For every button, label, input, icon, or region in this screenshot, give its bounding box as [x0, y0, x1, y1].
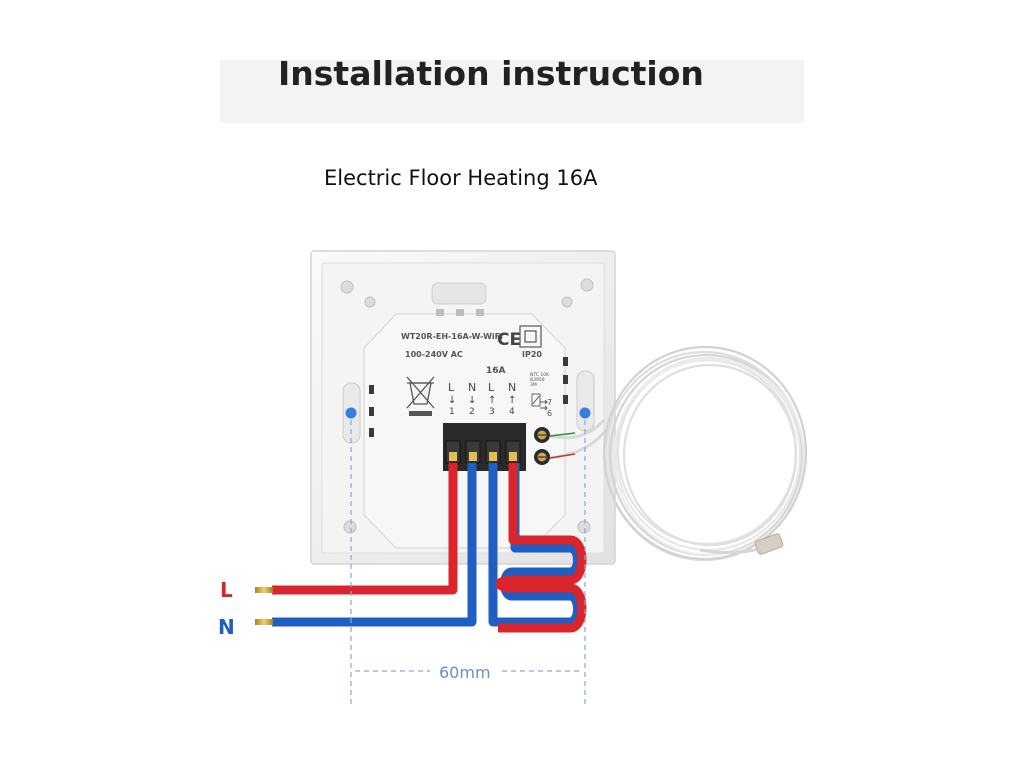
- top-tab: [431, 282, 487, 305]
- terminal-arrow-icon: ↑: [508, 395, 516, 406]
- terminal-letter: N: [508, 381, 516, 394]
- double-insulation-icon: [519, 325, 542, 348]
- weee-recycle-icon: [406, 376, 435, 416]
- terminal-arrow-icon: ↑: [488, 395, 496, 406]
- neutral-wire-label: N: [218, 615, 235, 639]
- terminal-labels: L↓1N↓2L↑3N↑4: [448, 381, 516, 417]
- heating-cable-load-live: [495, 463, 587, 633]
- mount-hole-left-marker: [345, 407, 357, 419]
- screw-hole: [577, 520, 591, 534]
- live-wire: [255, 463, 458, 595]
- terminal-letter: L: [448, 381, 455, 394]
- terminal-arrow-icon: ↓: [448, 395, 456, 406]
- terminal-number: 2: [469, 407, 475, 417]
- mount-hole-right-marker: [579, 407, 591, 419]
- neutral-wire-tip: [255, 619, 273, 625]
- neutral-wire: [255, 463, 477, 627]
- sensor-terminal-icon: [531, 393, 548, 411]
- sensor-terminal-label: 6: [547, 409, 552, 418]
- terminal-letter: L: [488, 381, 495, 394]
- screw-hole: [580, 278, 594, 292]
- ip-rating-label: IP20: [522, 350, 542, 359]
- terminal-number: 4: [509, 407, 515, 417]
- screw-hole: [364, 296, 376, 308]
- sensor-screw-terminals: [534, 427, 550, 465]
- sensor-probe: [754, 533, 784, 555]
- screw-hole: [340, 280, 354, 294]
- live-wire-path: [272, 463, 458, 595]
- model-label: WT20R-EH-16A-W-WiFi: [401, 332, 503, 341]
- live-wire-label: L: [220, 578, 233, 602]
- screw-hole: [561, 296, 573, 308]
- page-title: Installation instruction: [278, 54, 704, 93]
- floor-sensor-cable: [549, 345, 808, 562]
- neutral-wire-path: [272, 463, 477, 627]
- voltage-label: 100-240V AC: [405, 350, 463, 359]
- title-band: [220, 60, 804, 123]
- terminal-screws: [445, 440, 521, 464]
- terminal-arrow-icon: ↓: [468, 395, 476, 406]
- live-wire-tip: [255, 587, 273, 593]
- dimension-label: 60mm: [439, 663, 491, 682]
- terminal-number: 3: [489, 407, 495, 417]
- dimension-guides: [350, 420, 586, 705]
- terminal-number: 1: [449, 407, 455, 417]
- terminal-letter: N: [468, 381, 476, 394]
- heating-cable: [488, 463, 587, 633]
- screw-hole: [343, 520, 357, 534]
- thermostat-back: WT20R-EH-16A-W-WiFi CE IP20 100-240V AC …: [310, 250, 616, 565]
- diagram-subtitle: Electric Floor Heating 16A: [324, 166, 598, 190]
- ce-mark: CE: [497, 330, 521, 350]
- current-label: 16A: [486, 366, 506, 376]
- sensor-terminal-label: 7: [547, 398, 552, 407]
